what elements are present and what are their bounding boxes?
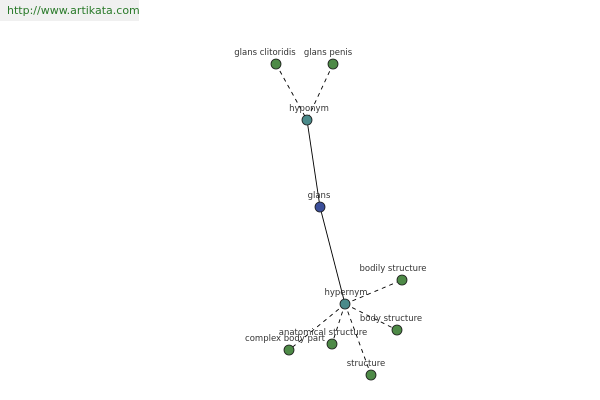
edge-glans-penis-to-hyponym: [306, 63, 334, 121]
node-label-hyponym[interactable]: hyponym: [289, 104, 329, 114]
node-label-glans[interactable]: glans: [308, 191, 331, 201]
node-anatomical-structure[interactable]: [326, 338, 338, 350]
edge-glans-to-hypernym: [319, 206, 346, 305]
node-label-glans-clitoridis[interactable]: glans clitoridis: [234, 48, 296, 58]
node-label-body-structure[interactable]: body structure: [360, 314, 422, 324]
edges-layer: [275, 63, 403, 376]
node-complex-body-part[interactable]: [283, 344, 295, 356]
site-url-link[interactable]: http://www.artikata.com: [0, 0, 140, 21]
node-body-structure[interactable]: [391, 324, 403, 336]
edge-glans-clitoridis-to-hyponym: [275, 63, 308, 121]
node-label-anatomical-structure[interactable]: anatomical structure: [279, 328, 368, 338]
edge-hypernym-to-anatomical-structure: [331, 303, 346, 345]
node-glans[interactable]: [314, 201, 326, 213]
node-label-hypernym[interactable]: hypernym: [324, 288, 367, 298]
node-label-structure[interactable]: structure: [347, 359, 386, 369]
node-glans-penis[interactable]: [327, 58, 339, 70]
node-glans-clitoridis[interactable]: [270, 58, 282, 70]
node-bodily-structure[interactable]: [396, 274, 408, 286]
node-label-bodily-structure[interactable]: bodily structure: [359, 264, 426, 274]
edge-hypernym-to-bodily-structure: [344, 279, 403, 305]
edge-hyponym-to-glans: [306, 119, 321, 208]
nodes-layer: glans clitoridis glans penis hyponym glans h…: [234, 48, 427, 381]
edge-hypernym-to-body-structure: [344, 303, 398, 331]
node-label-complex-body-part[interactable]: complex body part: [245, 334, 326, 344]
node-hyponym[interactable]: [301, 114, 313, 126]
node-structure[interactable]: [365, 369, 377, 381]
node-label-glans-penis[interactable]: glans penis: [304, 48, 353, 58]
node-hypernym[interactable]: [339, 298, 351, 310]
